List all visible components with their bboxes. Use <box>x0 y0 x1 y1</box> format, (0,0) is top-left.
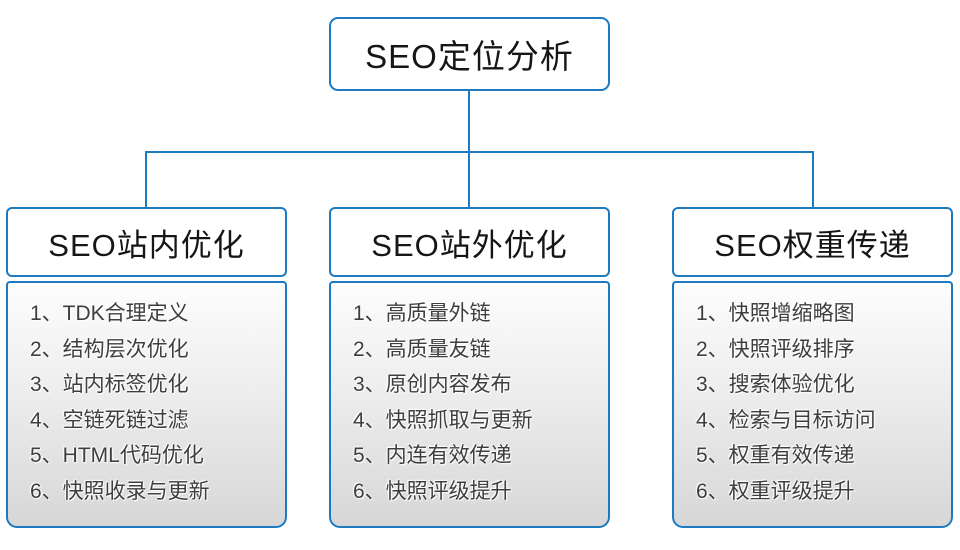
connector-rail <box>146 151 814 153</box>
list-item: 5、HTML代码优化 <box>30 444 204 467</box>
list-item: 4、空链死链过滤 <box>30 408 189 432</box>
list-item: 1、高质量外链 <box>353 302 491 325</box>
list-item: 3、站内标签优化 <box>30 373 189 396</box>
list-item: 6、快照评级提升 <box>353 479 512 503</box>
list-item: 3、原创内容发布 <box>353 373 512 396</box>
list-item: 4、检索与目标访问 <box>696 408 876 432</box>
list-item: 1、快照增缩略图 <box>696 302 855 325</box>
list-item: 6、快照收录与更新 <box>30 479 210 503</box>
branch-header-offsite: SEO站外优化 <box>329 207 610 277</box>
list-item: 2、结构层次优化 <box>30 337 189 361</box>
branch-list-weight: 1、快照增缩略图 2、快照评级排序 3、搜索体验优化 4、检索与目标访问 5、权… <box>672 281 953 528</box>
root-node-label: SEO定位分析 <box>365 38 574 75</box>
branch-header-onsite: SEO站内优化 <box>6 207 287 277</box>
branch-list-offsite: 1、高质量外链 2、高质量友链 3、原创内容发布 4、快照抓取与更新 5、内连有… <box>329 281 610 528</box>
connector-drop-center <box>468 151 470 209</box>
branch-header-label: SEO站内优化 <box>48 227 245 263</box>
list-item: 4、快照抓取与更新 <box>353 408 533 432</box>
list-item: 2、高质量友链 <box>353 337 491 361</box>
list-item: 2、快照评级排序 <box>696 337 855 361</box>
list-item: 3、搜索体验优化 <box>696 373 855 396</box>
branch-header-weight: SEO权重传递 <box>672 207 953 277</box>
branch-header-label: SEO权重传递 <box>714 227 911 263</box>
root-node-seo-positioning: SEO定位分析 <box>329 17 610 91</box>
list-item: 1、TDK合理定义 <box>30 302 189 325</box>
branch-list-onsite: 1、TDK合理定义 2、结构层次优化 3、站内标签优化 4、空链死链过滤 5、H… <box>6 281 287 528</box>
list-item: 5、内连有效传递 <box>353 444 512 467</box>
list-item: 5、权重有效传递 <box>696 444 855 467</box>
branch-header-label: SEO站外优化 <box>371 227 568 263</box>
list-item: 6、权重评级提升 <box>696 479 855 503</box>
connector-drop-left <box>145 151 147 209</box>
connector-drop-right <box>812 151 814 209</box>
connector-root-stem <box>468 91 470 151</box>
